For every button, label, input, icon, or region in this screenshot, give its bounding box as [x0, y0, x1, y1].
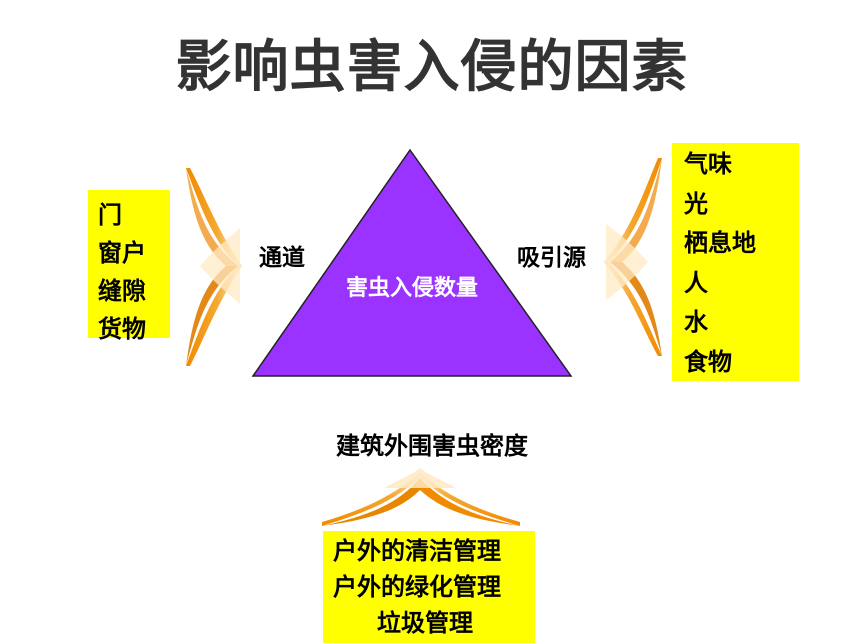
channel-item: 货物 [98, 315, 146, 343]
attractant-item: 气味 [684, 150, 732, 178]
management-item: 户外的绿化管理 [333, 573, 501, 601]
right-arrow-icon [604, 158, 662, 356]
bottom-arrow-icon [322, 468, 520, 526]
center-label: 害虫入侵数量 [345, 276, 478, 301]
slide-title: 影响虫害入侵的因素 [175, 35, 689, 100]
attractant-item: 水 [684, 308, 708, 336]
outdoor-density-label: 建筑外围害虫密度 [336, 432, 528, 460]
channel-item: 门 [98, 201, 122, 229]
attractant-item: 光 [684, 189, 708, 218]
channel-item: 窗户 [98, 239, 146, 267]
center-triangle [251, 148, 573, 377]
channel-list-box: 门 窗户 缝隙 货物 [88, 190, 170, 343]
attractant-item: 人 [684, 268, 708, 297]
attractant-label: 吸引源 [517, 245, 586, 271]
management-item: 垃圾管理 [377, 609, 473, 637]
attractant-list-box: 气味 光 栖息地 人 水 食物 [672, 143, 799, 381]
channel-item: 缝隙 [98, 277, 146, 305]
outdoor-management-box: 户外的清洁管理 户外的绿化管理 垃圾管理 [323, 531, 535, 643]
management-item: 户外的清洁管理 [333, 537, 501, 565]
attractant-item: 栖息地 [684, 229, 756, 257]
channel-label: 通道 [259, 245, 305, 271]
left-arrow-icon [186, 168, 242, 366]
attractant-item: 食物 [684, 347, 732, 376]
